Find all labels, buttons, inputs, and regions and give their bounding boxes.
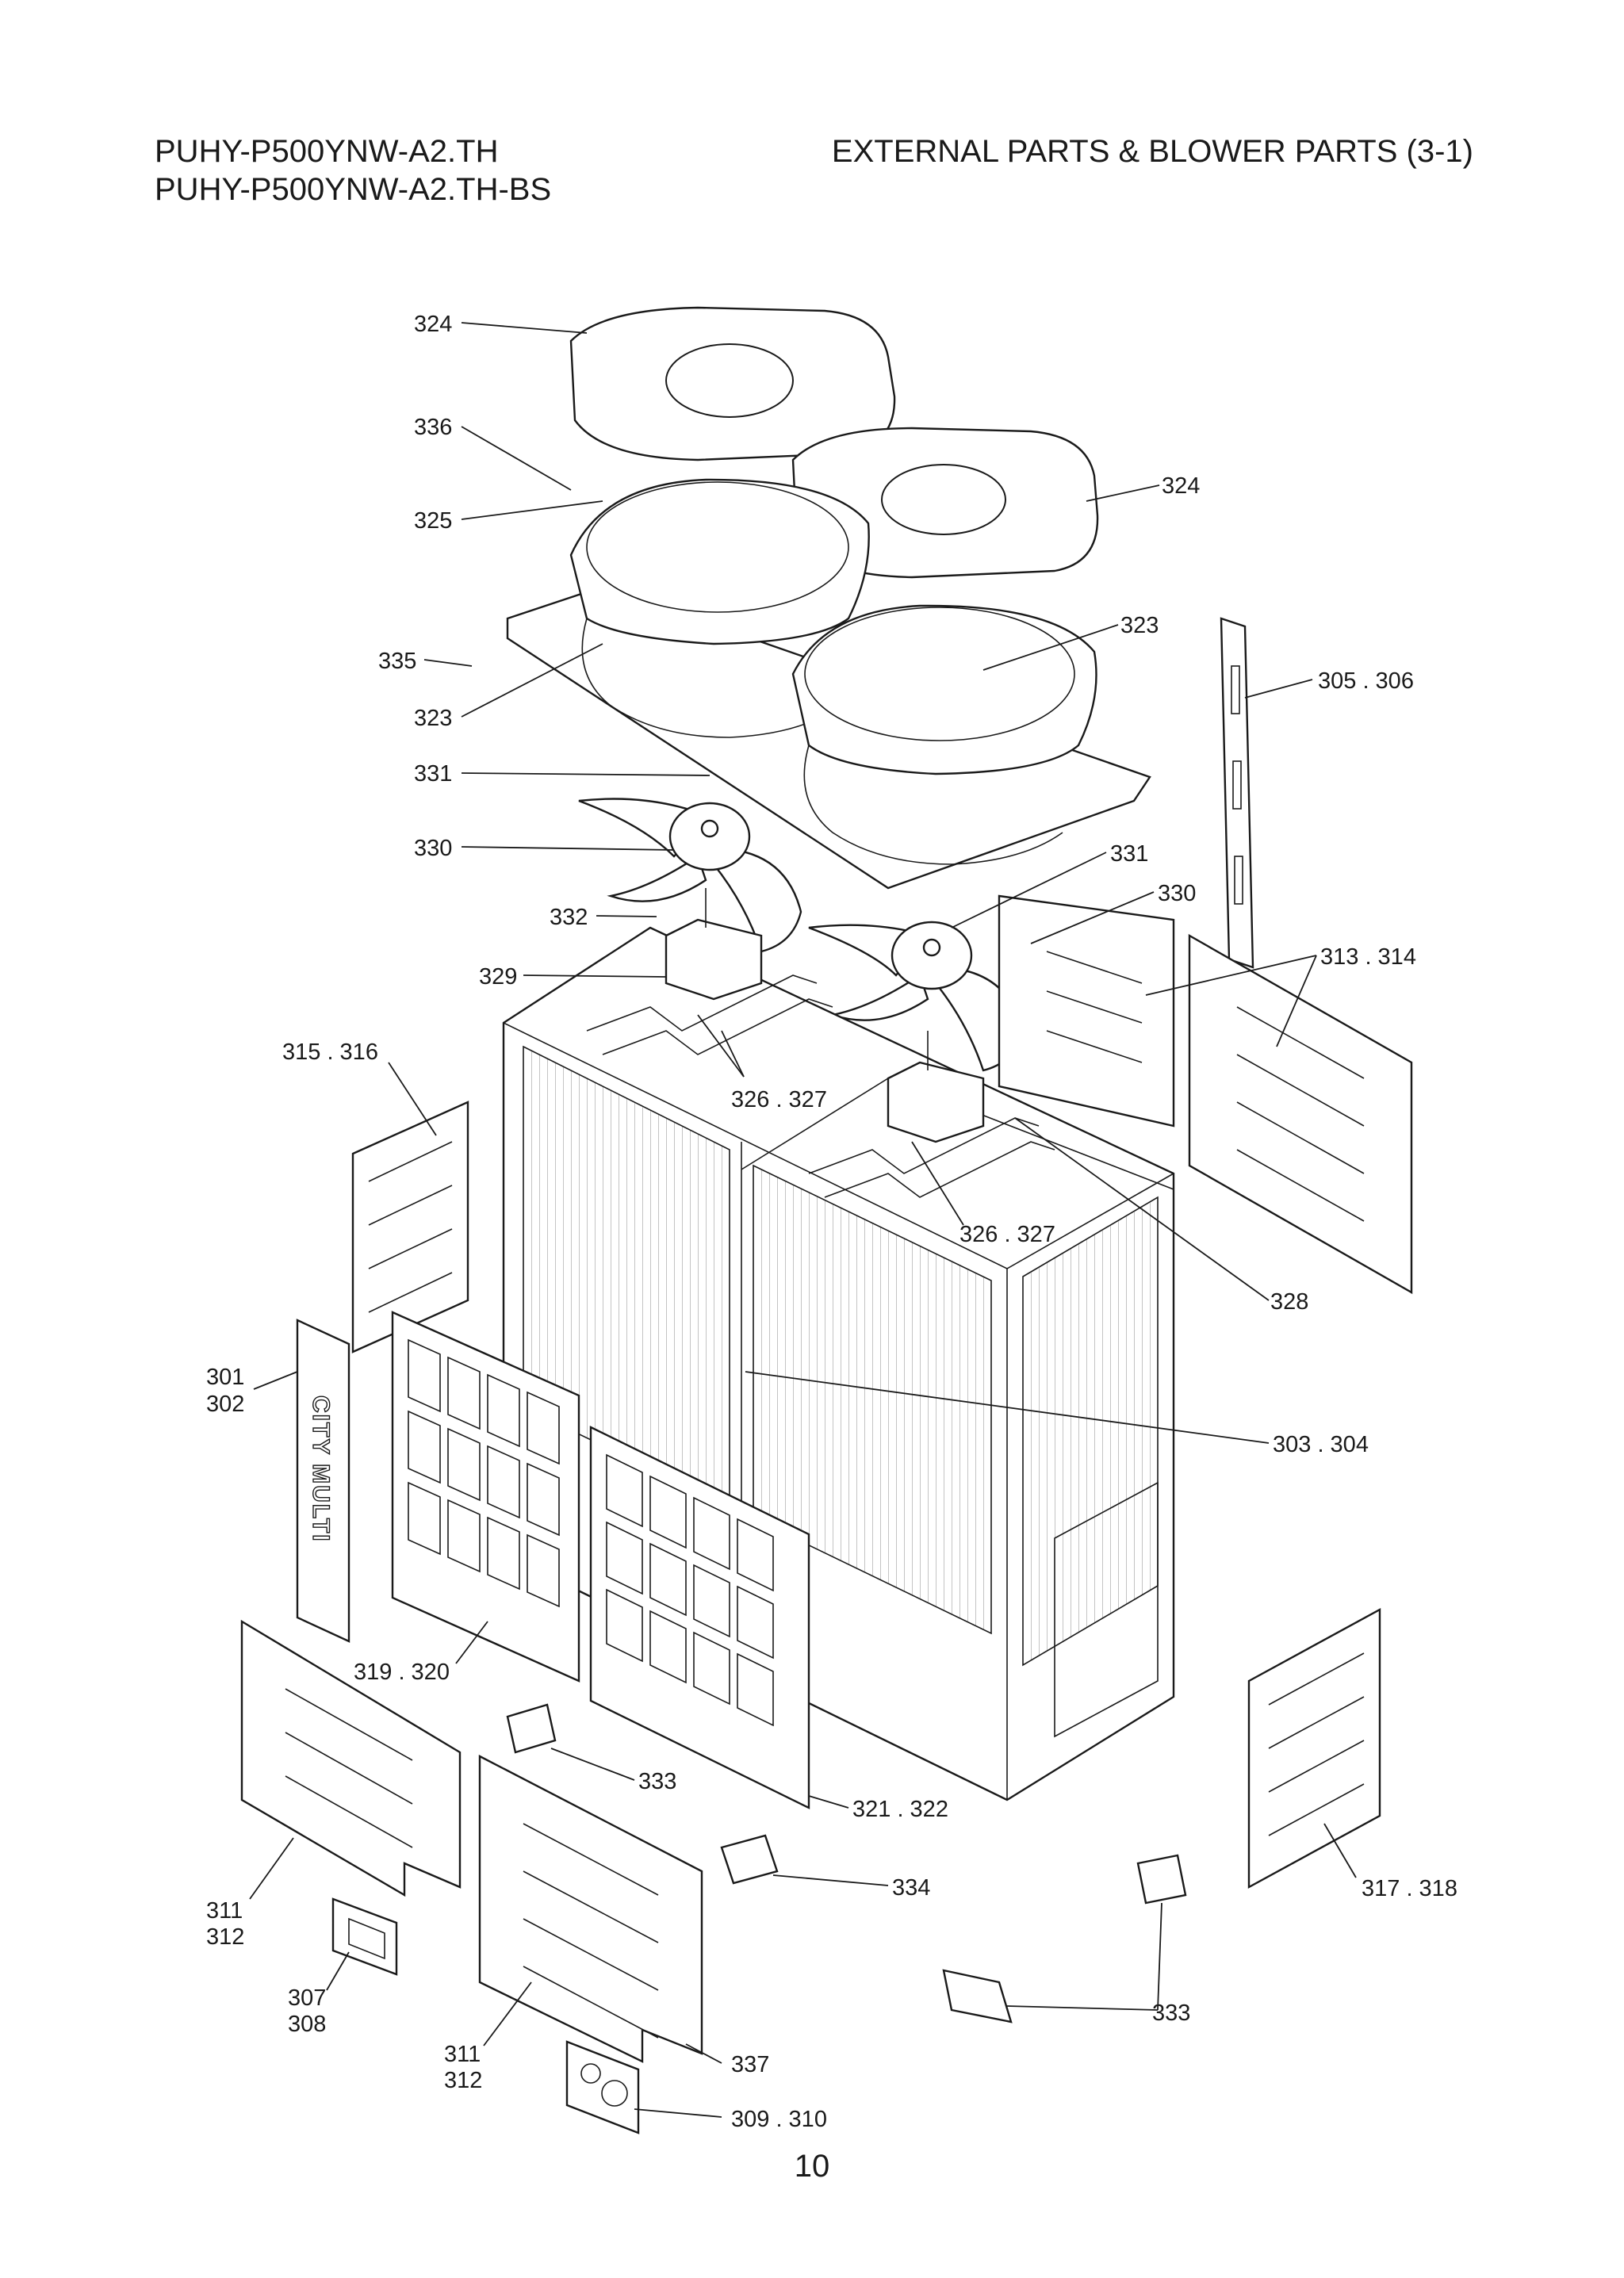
front-grille-left xyxy=(391,1311,580,1683)
callout-label: 313 . 314 xyxy=(1320,944,1416,970)
callout-label: 317 . 318 xyxy=(1362,1876,1457,1901)
callout-label: 335 xyxy=(378,649,416,674)
left-side-panel-upper xyxy=(351,1101,469,1353)
callout-label: 307 xyxy=(288,1985,326,2011)
service-cover-small xyxy=(331,1897,398,1976)
brand-mark: CITY MULTI xyxy=(308,1396,334,1543)
fan-motor-right xyxy=(808,1031,1055,1198)
callout-label: 333 xyxy=(638,1769,676,1794)
callout-label: 303 . 304 xyxy=(1273,1432,1369,1457)
callout-label: 333 xyxy=(1152,2000,1190,2026)
callout-label: 311 xyxy=(444,2042,481,2067)
callout-label: 325 xyxy=(414,508,452,534)
callout-label: 330 xyxy=(1158,881,1196,906)
callout-label: 329 xyxy=(479,964,517,990)
section-title: EXTERNAL PARTS & BLOWER PARTS (3-1) xyxy=(831,134,1473,169)
callout-label: 330 xyxy=(414,836,452,861)
callout-label: 312 xyxy=(444,2068,482,2093)
callout-label: 301 xyxy=(206,1365,244,1390)
right-side-lower-panel xyxy=(1247,1607,1381,1889)
callout-label: 326 . 327 xyxy=(731,1087,827,1112)
bracket-334 xyxy=(720,1834,779,1885)
model-number-primary: PUHY-P500YNW-A2.TH xyxy=(155,134,499,169)
bracket-333-right-upper xyxy=(1136,1854,1187,1905)
service-cover-pipe xyxy=(565,2040,640,2134)
callout-label: 321 . 322 xyxy=(852,1797,948,1822)
callout-label: 305 . 306 xyxy=(1318,668,1414,694)
callout-labels: 324 336 325 324 335 323 323 305 . 306 33… xyxy=(206,312,1457,2132)
bracket-333-left xyxy=(506,1703,557,1754)
callout-label: 324 xyxy=(414,312,452,337)
callout-label: 332 xyxy=(550,905,588,930)
callout-label: 315 . 316 xyxy=(282,1039,378,1065)
model-number-secondary: PUHY-P500YNW-A2.TH-BS xyxy=(155,172,552,207)
lower-front-panel-left xyxy=(240,1619,462,1897)
fan-motor-left xyxy=(586,888,833,1055)
callout-label: 311 xyxy=(206,1898,243,1924)
callout-label: 302 xyxy=(206,1392,244,1417)
bracket-333-right-lower xyxy=(942,1969,1013,2023)
callout-label: 323 xyxy=(1120,613,1159,638)
callout-label: 319 . 320 xyxy=(354,1660,450,1685)
callout-label: 323 xyxy=(414,706,452,731)
callout-label: 312 xyxy=(206,1924,244,1950)
callout-label: 336 xyxy=(414,415,452,440)
callout-label: 308 xyxy=(288,2012,326,2037)
side-support-pillar xyxy=(1220,617,1254,969)
rear-panel-right xyxy=(1188,933,1413,1295)
lower-front-panel-right xyxy=(478,1755,703,2063)
brand-panel: CITY MULTI xyxy=(296,1319,350,1643)
top-panel xyxy=(506,478,1151,890)
propeller-fan-left xyxy=(578,798,802,953)
callout-label: 334 xyxy=(892,1875,930,1901)
callout-label: 331 xyxy=(414,761,452,787)
callout-label: 337 xyxy=(731,2052,769,2077)
callout-label: 326 . 327 xyxy=(959,1222,1055,1247)
leader-lines xyxy=(249,322,1357,2118)
callout-label: 324 xyxy=(1162,473,1200,499)
callout-label: 328 xyxy=(1270,1289,1308,1315)
fan-guard-left xyxy=(569,306,896,461)
callout-label: 331 xyxy=(1110,841,1148,867)
callout-label: 309 . 310 xyxy=(731,2107,827,2132)
front-grille-right xyxy=(589,1426,810,1809)
page-number: 10 xyxy=(794,2149,830,2184)
rear-panel-upper xyxy=(998,894,1175,1128)
